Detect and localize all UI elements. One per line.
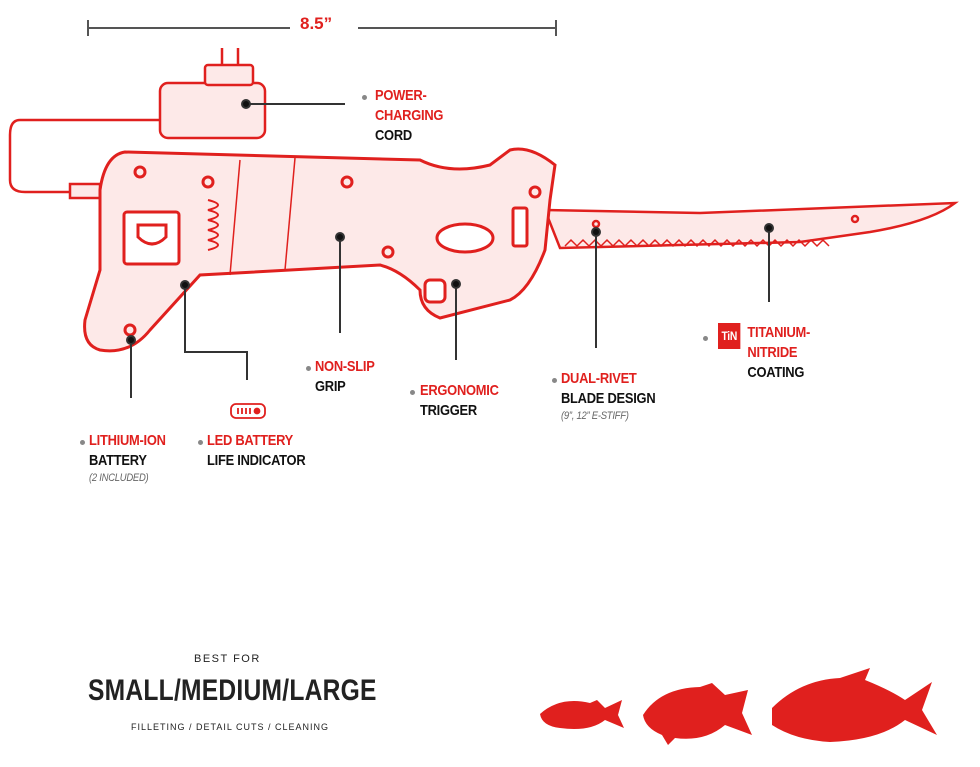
feature-power-cord: POWER- CHARGING CORD [375,86,443,146]
feature-grip: NON-SLIP GRIP [315,357,375,397]
dimension-line [87,20,557,36]
best-for-sizes: SMALL/MEDIUM/LARGE [88,674,377,707]
feature-title: DUAL-RIVET [561,370,637,387]
feature-coating: TiN TITANIUM- NITRIDE COATING [718,323,810,383]
bullet [703,336,708,341]
bullet [306,366,311,371]
fish-medium-icon [643,683,752,745]
feature-subtitle: CORD [375,127,412,144]
feature-note: (9”, 12” E-STIFF) [561,410,629,422]
feature-blade: DUAL-RIVET BLADE DESIGN (9”, 12” E-STIFF… [561,369,656,423]
bullet [80,440,85,445]
feature-title: TITANIUM- [747,324,811,341]
feature-title: ERGONOMIC [420,382,499,399]
charger-icon [8,48,267,200]
feature-title: POWER- [375,87,427,104]
dimension-label: 8.5” [300,14,333,33]
bullet [198,440,203,445]
bullet [410,390,415,395]
tin-badge: TiN [718,323,741,349]
feature-subtitle: BATTERY [89,452,147,469]
knife-handle [83,147,557,353]
fish-large-icon [772,668,937,742]
bullet [362,95,367,100]
feature-subtitle: COATING [747,364,805,381]
best-for-uses: FILLETING / DETAIL CUTS / CLEANING [131,722,330,732]
feature-subtitle: LIFE INDICATOR [207,452,306,469]
feature-trigger: ERGONOMIC TRIGGER [420,381,499,421]
feature-title: NITRIDE [747,344,798,361]
feature-note: (2 INCLUDED) [89,472,149,484]
feature-title: NON-SLIP [315,358,375,375]
feature-title: LED BATTERY [207,432,294,449]
led-battery-icon [230,403,266,419]
best-for-label: BEST FOR [194,653,261,665]
feature-subtitle: GRIP [315,378,346,395]
feature-subtitle: BLADE DESIGN [561,390,656,407]
bullet [552,378,557,383]
feature-subtitle: TRIGGER [420,402,477,419]
feature-led: LED BATTERY LIFE INDICATOR [207,431,306,471]
feature-title: LITHIUM-ION [89,432,166,449]
feature-battery: LITHIUM-ION BATTERY (2 INCLUDED) [89,431,166,485]
feature-title: CHARGING [375,107,444,124]
leader-lines [126,99,774,398]
blade [543,201,959,250]
fish-small-icon [540,700,624,729]
